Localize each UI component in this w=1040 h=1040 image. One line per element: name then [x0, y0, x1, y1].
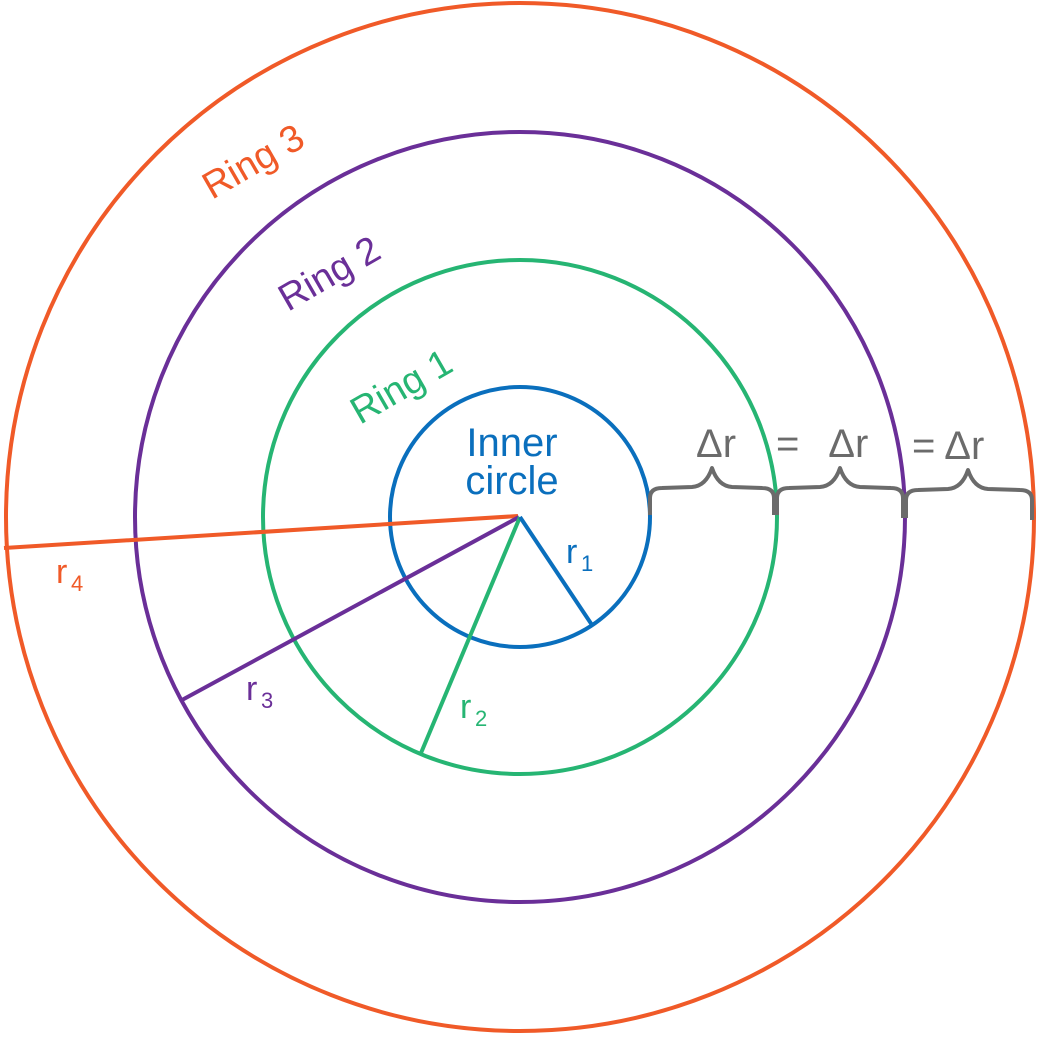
- r3-label-main: r: [246, 670, 257, 708]
- ring1-circle: [261, 258, 779, 776]
- ring3-label: Ring 3: [196, 116, 312, 207]
- radius-r4-line: [3, 514, 519, 550]
- r2-label-sub: 2: [475, 706, 487, 731]
- r1-label: r 1: [566, 533, 593, 576]
- delta-r-label-2: = Δr: [776, 422, 868, 466]
- r4-label: r 4: [56, 553, 83, 596]
- delta-r-label-3: = Δr: [912, 424, 984, 468]
- brace-ring1-to-ring2: [775, 466, 905, 518]
- r2-label: r 2: [460, 688, 487, 731]
- brace-inner-to-ring1: [648, 466, 776, 515]
- inner-circle-label-line2: circle: [465, 459, 558, 503]
- inner-circle-label-line1: Inner: [466, 421, 557, 465]
- radius-r1-line: [518, 515, 594, 627]
- brace-ring2-to-ring3: [904, 468, 1034, 520]
- ring1-label: Ring 1: [344, 341, 460, 432]
- r3-label-sub: 3: [261, 688, 273, 713]
- r1-label-sub: 1: [581, 551, 593, 576]
- radius-r2-line: [419, 516, 522, 754]
- r4-label-sub: 4: [71, 571, 83, 596]
- r1-label-main: r: [566, 533, 577, 571]
- r4-label-main: r: [56, 553, 67, 591]
- inner-circle: [388, 385, 652, 649]
- r3-label: r 3: [246, 670, 273, 713]
- radius-r3-line: [181, 515, 520, 702]
- delta-r-label-1: Δr: [696, 422, 736, 466]
- r2-label-main: r: [460, 688, 471, 726]
